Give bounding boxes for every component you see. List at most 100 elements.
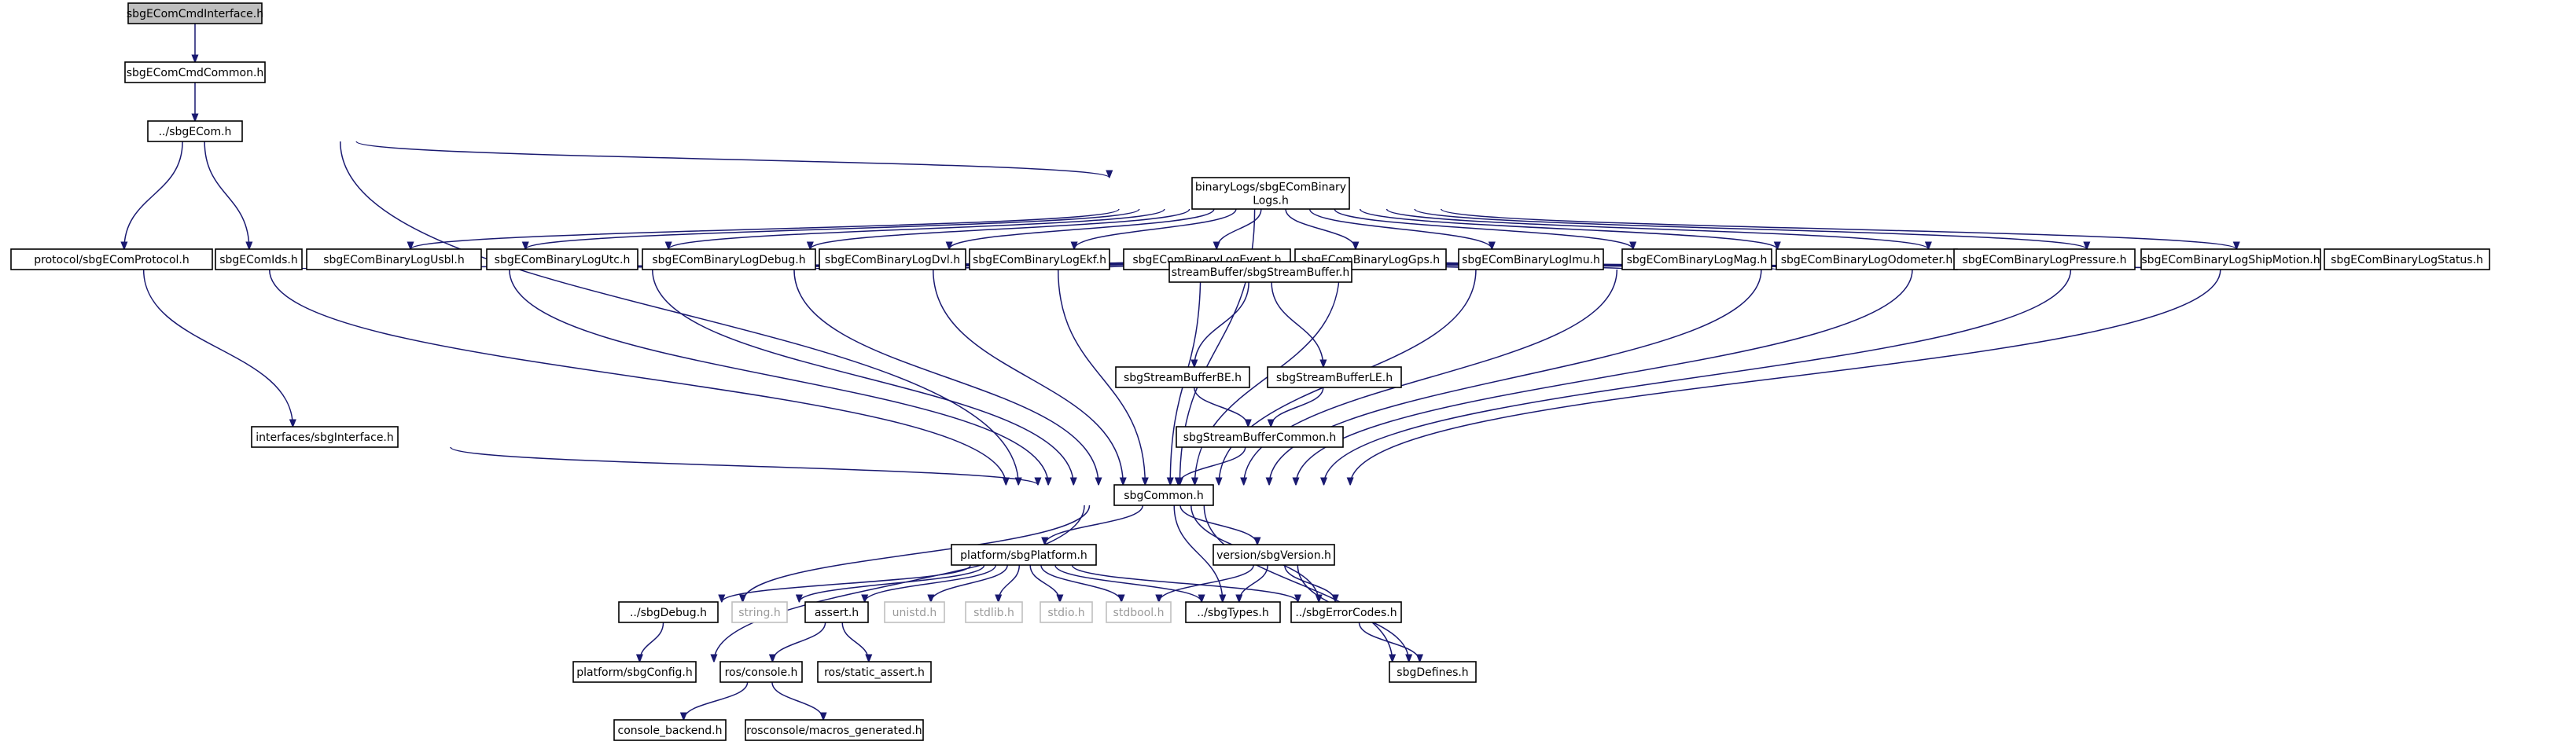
node-label: sbgEComBinaryLogStatus.h: [2331, 254, 2483, 266]
node-rosconsole[interactable]: ros/console.h: [719, 661, 803, 683]
edge-le-to-sbcommon: [1271, 387, 1324, 427]
node-box[interactable]: [819, 248, 966, 270]
edge-sbcommon-to-common: [1178, 446, 1246, 485]
edge-platform-to-stdbool: [1040, 564, 1121, 602]
node-stream[interactable]: streamBuffer/sbgStreamBuffer.h: [1168, 261, 1352, 283]
node-backend[interactable]: console_backend.h: [613, 719, 727, 741]
node-platform[interactable]: platform/sbgPlatform.h: [951, 544, 1097, 566]
node-config[interactable]: platform/sbgConfig.h: [572, 661, 697, 683]
node-box[interactable]: [572, 661, 697, 683]
node-status[interactable]: sbgEComBinaryLogStatus.h: [2324, 248, 2490, 270]
node-box[interactable]: [124, 61, 266, 83]
node-label: streamBuffer/sbgStreamBuffer.h: [1172, 266, 1350, 279]
node-ids[interactable]: sbgEComIds.h: [215, 248, 303, 270]
edge-ecom-to-protocol: [124, 141, 183, 249]
edge-stream-to-be: [1194, 281, 1249, 367]
node-box[interactable]: [1115, 366, 1250, 388]
node-box[interactable]: [965, 601, 1023, 623]
node-pressure[interactable]: sbgEComBinaryLogPressure.h: [1953, 248, 2136, 270]
node-box[interactable]: [1389, 661, 1477, 683]
edge-platform-to-sbgdebug: [722, 564, 971, 602]
node-box[interactable]: [1040, 601, 1093, 623]
node-utc[interactable]: sbgEComBinaryLogUtc.h: [486, 248, 638, 270]
node-rosstatic[interactable]: ros/static_assert.h: [817, 661, 932, 683]
node-box[interactable]: [1113, 484, 1214, 506]
node-box[interactable]: [306, 248, 482, 270]
node-box[interactable]: [951, 544, 1097, 566]
node-label: sbgEComBinaryLogUsbl.h: [323, 254, 465, 266]
node-box[interactable]: [127, 2, 263, 24]
node-label: console_backend.h: [618, 725, 723, 737]
node-types[interactable]: ../sbgTypes.h: [1185, 601, 1281, 623]
node-sbgdebug[interactable]: ../sbgDebug.h: [618, 601, 719, 623]
node-sbcommon[interactable]: sbgStreamBufferCommon.h: [1176, 426, 1344, 448]
node-box[interactable]: [10, 248, 213, 270]
node-stdio[interactable]: stdio.h: [1040, 601, 1093, 623]
node-box[interactable]: [613, 719, 727, 741]
node-box[interactable]: [215, 248, 303, 270]
node-odo[interactable]: sbgEComBinaryLogOdometer.h: [1776, 248, 1958, 270]
node-box[interactable]: [486, 248, 638, 270]
node-mag[interactable]: sbgEComBinaryLogMag.h: [1621, 248, 1772, 270]
edge-common-to-sbgdebug: [743, 505, 1091, 602]
node-box[interactable]: [1106, 601, 1172, 623]
node-box[interactable]: [147, 120, 243, 142]
node-be[interactable]: sbgStreamBufferBE.h: [1115, 366, 1250, 388]
node-box[interactable]: [1953, 248, 2136, 270]
node-string[interactable]: string.h: [731, 601, 788, 623]
node-label: ../sbgDebug.h: [630, 607, 707, 619]
node-label: binaryLogs/sbgEComBinary: [1195, 182, 1346, 194]
node-label: sbgEComIds.h: [219, 254, 298, 266]
node-box[interactable]: [1176, 426, 1344, 448]
node-box[interactable]: [719, 661, 803, 683]
node-label: ../sbgTypes.h: [1197, 607, 1268, 619]
node-errcodes[interactable]: ../sbgErrorCodes.h: [1290, 601, 1402, 623]
node-box[interactable]: [1621, 248, 1772, 270]
node-box[interactable]: [2140, 248, 2321, 270]
node-le[interactable]: sbgStreamBufferLE.h: [1267, 366, 1402, 388]
node-box[interactable]: [884, 601, 945, 623]
node-label: sbgStreamBufferLE.h: [1276, 372, 1393, 384]
node-box[interactable]: [642, 248, 816, 270]
node-defines[interactable]: sbgDefines.h: [1389, 661, 1477, 683]
node-imu[interactable]: sbgEComBinaryLogImu.h: [1458, 248, 1604, 270]
node-label: sbgEComBinaryLogOdometer.h: [1781, 254, 1953, 266]
node-iface[interactable]: interfaces/sbgInterface.h: [251, 426, 399, 448]
node-protocol[interactable]: protocol/sbgEComProtocol.h: [10, 248, 213, 270]
edge-binlogs-to-event: [1216, 208, 1262, 249]
node-box[interactable]: [251, 426, 399, 448]
node-unistd[interactable]: unistd.h: [884, 601, 945, 623]
node-box[interactable]: [1290, 601, 1402, 623]
node-stdbool[interactable]: stdbool.h: [1106, 601, 1172, 623]
node-dvl[interactable]: sbgEComBinaryLogDvl.h: [819, 248, 966, 270]
node-box[interactable]: [1191, 177, 1350, 210]
node-box[interactable]: [745, 719, 924, 741]
node-box[interactable]: [731, 601, 788, 623]
edge-common-to-defines: [1203, 505, 1392, 662]
edge-sbgdebug-to-config: [639, 622, 664, 662]
node-common[interactable]: sbgCommon.h: [1113, 484, 1214, 506]
node-cmdcommon[interactable]: sbgEComCmdCommon.h: [124, 61, 266, 83]
node-assert[interactable]: assert.h: [804, 601, 869, 623]
node-ecom[interactable]: ../sbgECom.h: [147, 120, 243, 142]
node-usbl[interactable]: sbgEComBinaryLogUsbl.h: [306, 248, 482, 270]
node-root[interactable]: sbgEComCmdInterface.h: [127, 2, 263, 24]
node-box[interactable]: [1213, 544, 1335, 566]
node-version[interactable]: version/sbgVersion.h: [1213, 544, 1335, 566]
node-box[interactable]: [969, 248, 1110, 270]
node-box[interactable]: [1267, 366, 1402, 388]
node-debug[interactable]: sbgEComBinaryLogDebug.h: [642, 248, 816, 270]
node-stdlib[interactable]: stdlib.h: [965, 601, 1023, 623]
node-ship[interactable]: sbgEComBinaryLogShipMotion.h: [2140, 248, 2321, 270]
node-ekf[interactable]: sbgEComBinaryLogEkf.h: [969, 248, 1110, 270]
node-box[interactable]: [618, 601, 719, 623]
node-box[interactable]: [1168, 261, 1352, 283]
node-macros[interactable]: rosconsole/macros_generated.h: [745, 719, 924, 741]
node-box[interactable]: [804, 601, 869, 623]
node-box[interactable]: [1458, 248, 1604, 270]
node-box[interactable]: [1776, 248, 1958, 270]
node-box[interactable]: [1185, 601, 1281, 623]
node-box[interactable]: [817, 661, 932, 683]
node-box[interactable]: [2324, 248, 2490, 270]
